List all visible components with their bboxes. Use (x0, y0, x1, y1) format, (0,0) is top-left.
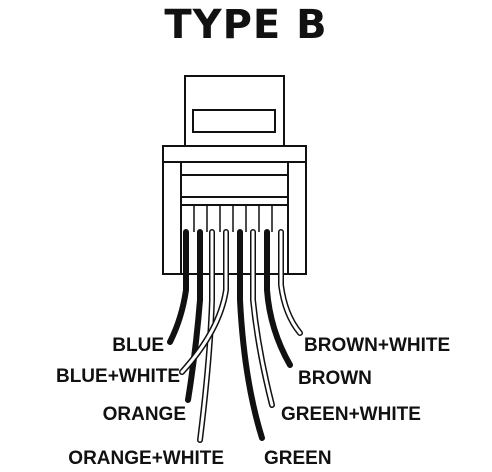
label-orange: ORANGE (102, 404, 186, 425)
wire-blue (167, 229, 189, 345)
contact-block (180, 174, 289, 198)
label-green: GREEN (264, 448, 332, 469)
label-brown-white: BROWN+WHITE (304, 335, 451, 356)
pin-slots (193, 205, 273, 232)
wires (167, 229, 303, 443)
label-green-white: GREEN+WHITE (281, 404, 421, 425)
wire-brown (264, 229, 293, 368)
latch-slot (192, 109, 276, 133)
label-brown: BROWN (298, 368, 372, 389)
label-blue-white: BLUE+WHITE (55, 366, 180, 387)
wire-orange (185, 229, 203, 403)
label-blue: BLUE (112, 335, 164, 356)
diagram-title: TYPE B (164, 2, 328, 48)
wire-green (237, 229, 265, 441)
label-orange-white: ORANGE+WHITE (68, 448, 224, 469)
